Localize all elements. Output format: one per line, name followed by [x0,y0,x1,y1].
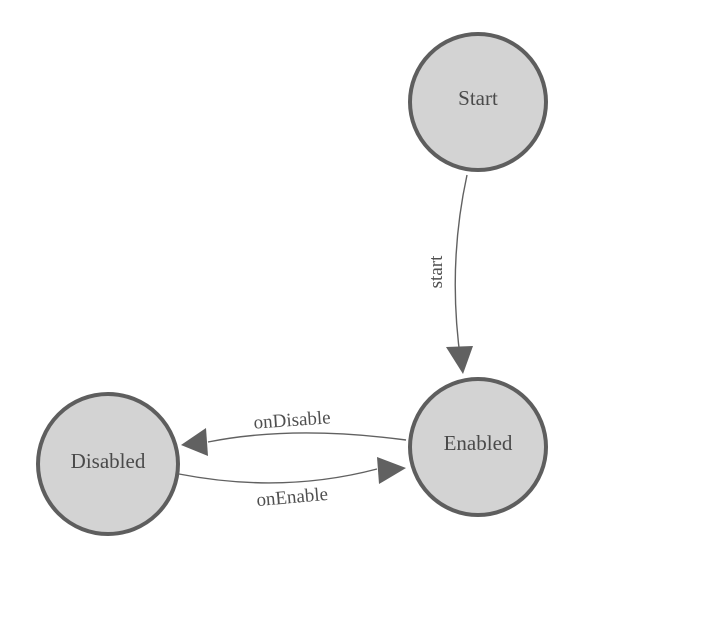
edge-label-ondisable: onDisable [253,407,331,433]
state-node-label-start: Start [458,86,498,110]
state-node-label-enabled: Enabled [444,431,513,455]
edge-label-start: start [426,255,447,288]
arrowhead-disabled-to-enabled-icon [377,457,406,484]
state-node-label-disabled: Disabled [71,449,146,473]
state-node-start [408,32,548,172]
state-node-enabled [408,377,548,517]
edge-start-to-enabled [454,174,468,364]
arrowhead-start-to-enabled-icon [446,346,473,374]
state-node-disabled [36,392,180,536]
edge-label-onenable: onEnable [256,484,329,511]
edge-enabled-to-disabled [207,432,407,443]
arrowhead-enabled-to-disabled-icon [181,428,208,456]
edge-disabled-to-enabled [178,468,378,484]
